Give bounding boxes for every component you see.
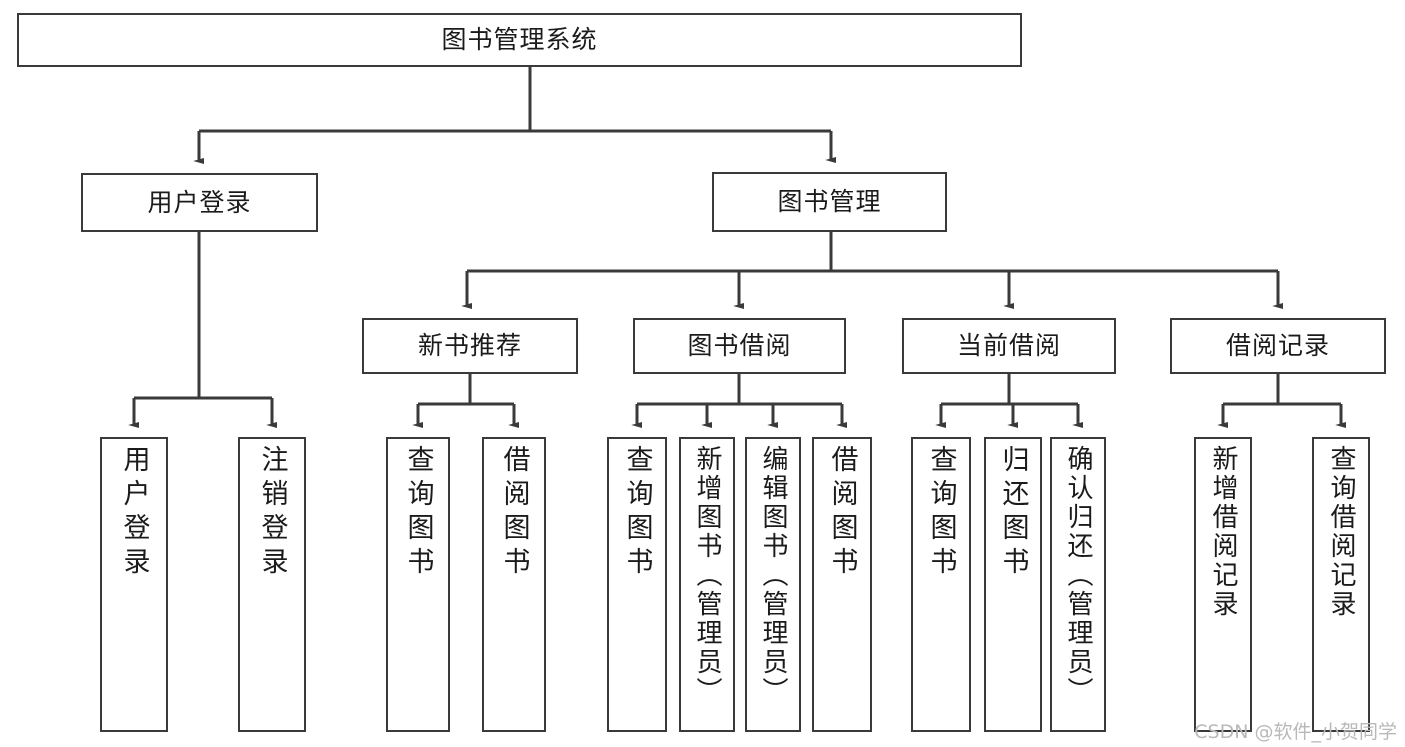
node-root[interactable]: 图书管理系统 <box>17 13 1022 67</box>
node-leaf-add-book[interactable]: 新增图书（管理员） <box>679 437 735 732</box>
node-leaf-query-book-3-label: 查询图书 <box>925 445 957 581</box>
node-leaf-logout-label: 注销登录 <box>256 445 288 581</box>
node-root-label: 图书管理系统 <box>441 25 598 55</box>
node-leaf-query-book-3[interactable]: 查询图书 <box>911 437 971 732</box>
node-leaf-edit-book-label: 编辑图书（管理员） <box>758 445 788 706</box>
node-leaf-confirm-return[interactable]: 确认归还（管理员） <box>1050 437 1106 732</box>
node-leaf-borrow-book-1-label: 借阅图书 <box>498 445 530 581</box>
node-leaf-borrow-book-1[interactable]: 借阅图书 <box>482 437 546 732</box>
node-leaf-return-book[interactable]: 归还图书 <box>984 437 1042 732</box>
node-current-borrow-label: 当前借阅 <box>956 331 1061 361</box>
node-leaf-user-login-label: 用户登录 <box>118 445 150 581</box>
node-leaf-logout[interactable]: 注销登录 <box>238 437 306 732</box>
node-current-borrow[interactable]: 当前借阅 <box>902 318 1116 374</box>
node-new-book-rec[interactable]: 新书推荐 <box>362 318 578 374</box>
node-leaf-add-record-label: 新增借阅记录 <box>1208 445 1238 619</box>
node-leaf-query-record-label: 查询借阅记录 <box>1326 445 1356 619</box>
node-leaf-query-book-1-label: 查询图书 <box>402 445 434 581</box>
node-leaf-return-book-label: 归还图书 <box>997 445 1029 581</box>
node-leaf-query-book-1[interactable]: 查询图书 <box>386 437 450 732</box>
node-leaf-add-record[interactable]: 新增借阅记录 <box>1194 437 1252 732</box>
node-leaf-edit-book[interactable]: 编辑图书（管理员） <box>745 437 801 732</box>
watermark: CSDN @软件_小贺同学 <box>1194 721 1397 743</box>
node-user-login-label: 用户登录 <box>147 187 252 217</box>
node-leaf-user-login[interactable]: 用户登录 <box>100 437 168 732</box>
node-borrow-record-label: 借阅记录 <box>1225 331 1330 361</box>
node-leaf-confirm-return-label: 确认归还（管理员） <box>1063 445 1093 706</box>
node-leaf-add-book-label: 新增图书（管理员） <box>692 445 722 706</box>
node-book-borrow[interactable]: 图书借阅 <box>633 318 846 374</box>
node-borrow-record[interactable]: 借阅记录 <box>1170 318 1386 374</box>
node-leaf-query-record[interactable]: 查询借阅记录 <box>1312 437 1370 732</box>
node-book-borrow-label: 图书借阅 <box>687 331 792 361</box>
node-leaf-borrow-book-2-label: 借阅图书 <box>826 445 858 581</box>
node-leaf-query-book-2[interactable]: 查询图书 <box>607 437 667 732</box>
node-leaf-borrow-book-2[interactable]: 借阅图书 <box>812 437 872 732</box>
node-user-login[interactable]: 用户登录 <box>81 173 318 232</box>
node-book-manage-label: 图书管理 <box>777 187 882 217</box>
node-leaf-query-book-2-label: 查询图书 <box>621 445 653 581</box>
node-book-manage[interactable]: 图书管理 <box>712 172 947 232</box>
node-new-book-rec-label: 新书推荐 <box>417 331 522 361</box>
